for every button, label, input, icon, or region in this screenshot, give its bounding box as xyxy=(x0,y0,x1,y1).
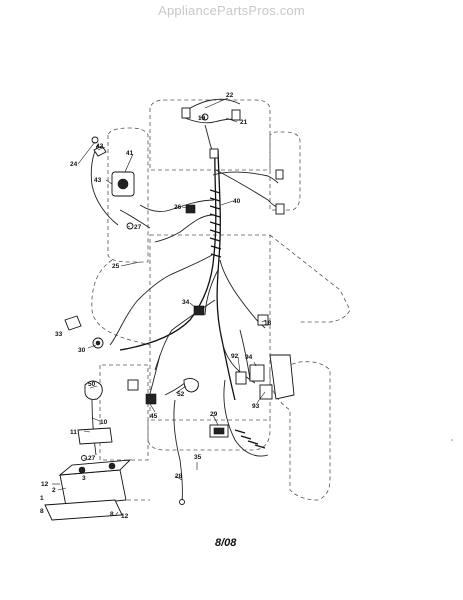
callout-34: 34 xyxy=(182,299,190,306)
callout-29: 29 xyxy=(210,411,218,418)
callout-28: 28 xyxy=(175,473,183,480)
callout-22: 22 xyxy=(226,92,234,99)
callout-10: 10 xyxy=(100,419,108,426)
callout-8a: 8 xyxy=(40,508,44,515)
callout-30: 30 xyxy=(78,347,86,354)
callout-1: 1 xyxy=(40,495,44,502)
callout-35: 35 xyxy=(194,454,202,461)
callout-18: 18 xyxy=(264,320,272,327)
callout-11: 11 xyxy=(70,429,77,436)
callout-41: 41 xyxy=(126,150,134,157)
callout-42: 42 xyxy=(96,143,104,150)
callout-94: 94 xyxy=(245,354,253,361)
callout-8b: 8 xyxy=(110,511,114,518)
callout-27: 27 xyxy=(134,224,142,231)
callout-24: 24 xyxy=(70,161,78,168)
callout-2: 2 xyxy=(52,487,56,494)
callout-12b: 12 xyxy=(121,513,129,520)
callout-93: 93 xyxy=(252,403,260,410)
callout-labels: 22 21 19 42 41 24 43 26 40 27 25 34 18 3… xyxy=(40,92,272,520)
callout-50: 50 xyxy=(88,381,96,388)
callout-27b: 27 xyxy=(88,455,96,462)
callout-26: 26 xyxy=(174,204,182,211)
callout-3: 3 xyxy=(82,475,86,482)
leader-lines xyxy=(52,97,267,517)
callout-40: 40 xyxy=(233,198,241,205)
callout-21: 21 xyxy=(240,119,248,126)
callout-12a: 12 xyxy=(41,481,49,488)
revision-date: 8/08 xyxy=(215,537,237,549)
components xyxy=(44,107,295,521)
callout-19: 19 xyxy=(198,115,206,122)
watermark: AppliancePartsPros.com xyxy=(158,3,305,18)
callout-25: 25 xyxy=(112,263,120,270)
callout-52: 52 xyxy=(177,391,185,398)
callout-92: 92 xyxy=(231,353,239,360)
scan-dot xyxy=(451,439,453,441)
callout-33: 33 xyxy=(55,331,63,338)
callout-43: 43 xyxy=(94,177,102,184)
callout-45: 45 xyxy=(150,413,158,420)
